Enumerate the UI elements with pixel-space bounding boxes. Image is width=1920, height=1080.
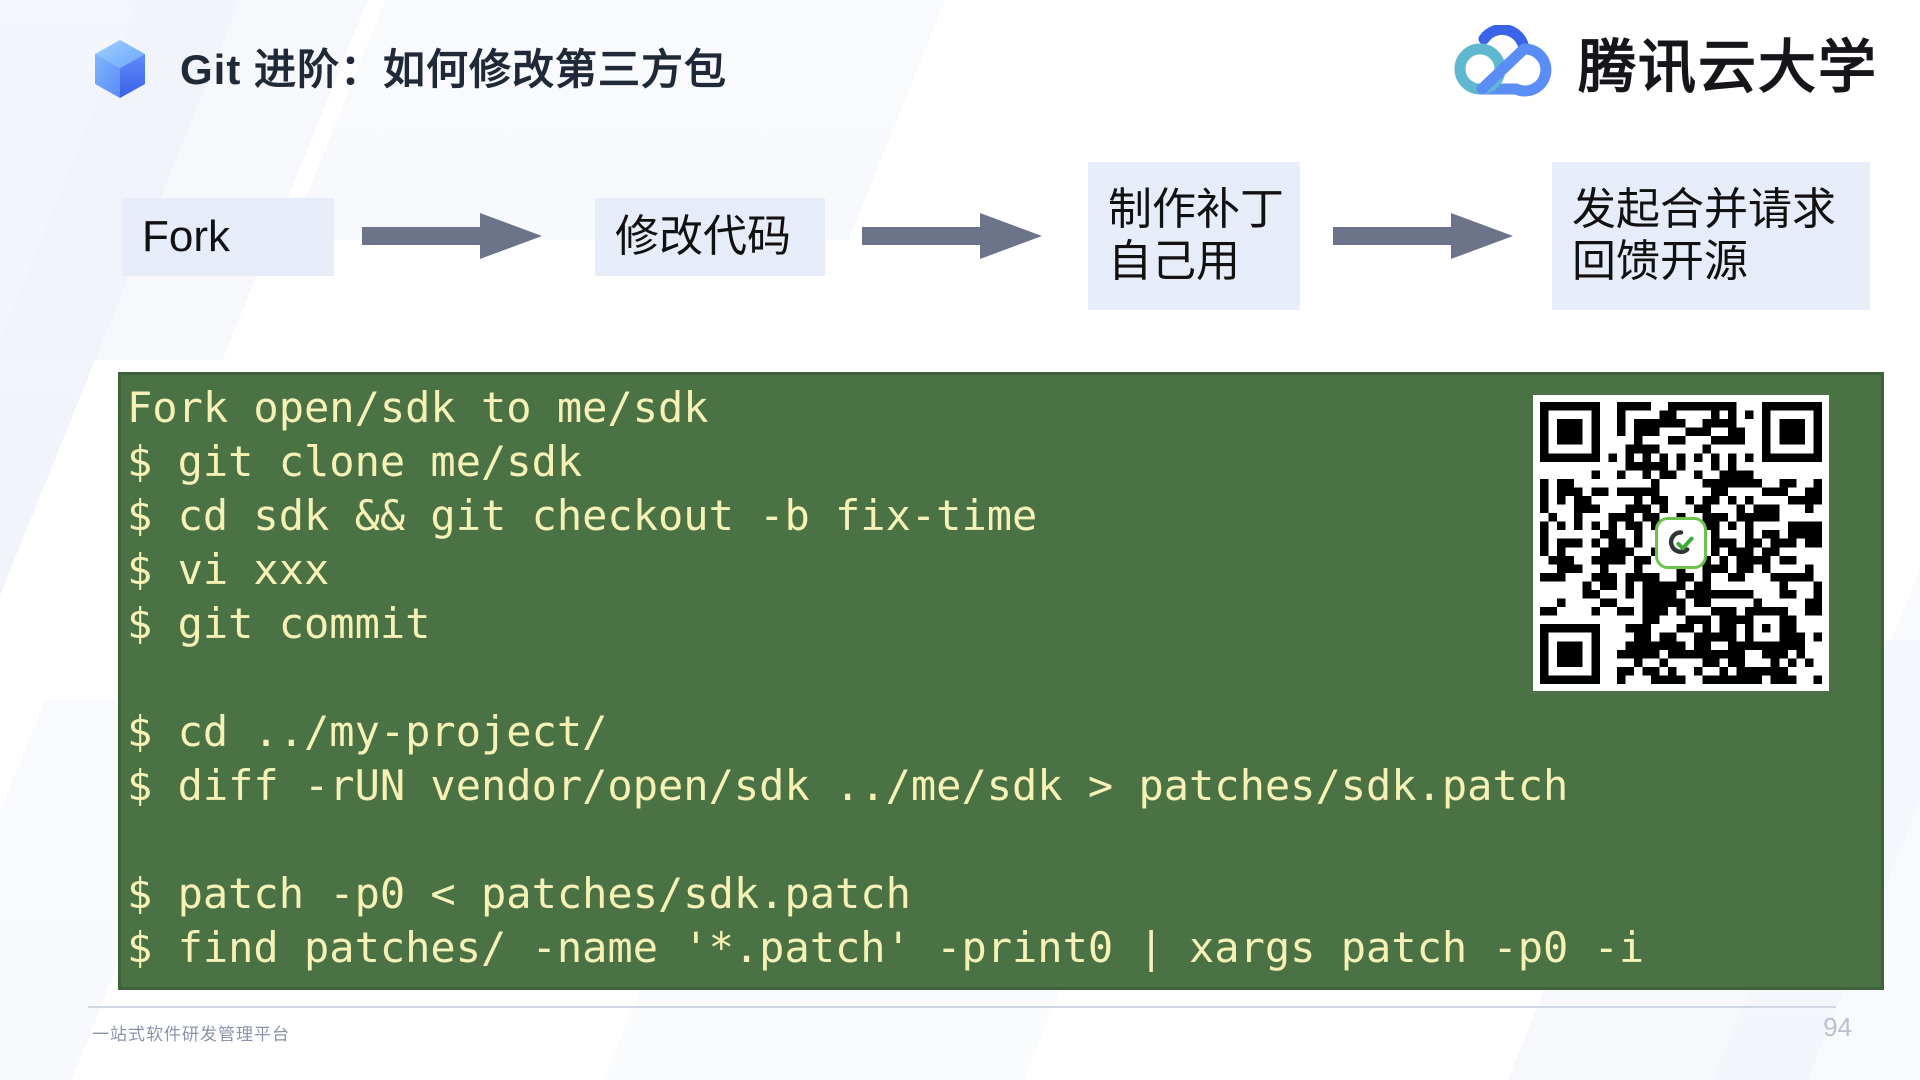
brand-logo: 腾讯云大学 [1452,20,1878,104]
brand-name: 腾讯云大学 [1577,35,1878,100]
footer-text: 一站式软件研发管理平台 [92,1025,290,1044]
slide-header: Git 进阶：如何修改第三方包 腾讯云大学 [0,0,1920,122]
qr-matrix [1540,402,1822,684]
tencent-cloud-icon [1452,24,1562,99]
blue-cube-icon [92,38,148,100]
flow-step-3: 制作补丁 自己用 [1088,162,1300,310]
right-arrow-icon [362,213,542,259]
footer-divider [88,1006,1836,1008]
flow-step-4: 发起合并请求 回馈开源 [1552,162,1870,310]
code-text: Fork open/sdk to me/sdk $ git clone me/s… [127,383,1645,972]
code-block: Fork open/sdk to me/sdk $ git clone me/s… [118,372,1884,990]
flow-step-1-line-1: Fork [142,212,230,262]
qr-code-icon[interactable] [1533,395,1829,691]
page-title: Git 进阶：如何修改第三方包 [180,46,727,93]
right-arrow-icon [862,213,1042,259]
github-check-icon [1655,517,1707,569]
flow-step-4-line-2: 回馈开源 [1572,237,1748,286]
flow-step-1: Fork [122,198,334,276]
page-number: 94 [1823,1012,1852,1042]
flow-step-2: 修改代码 [595,198,825,276]
right-arrow-icon [1333,213,1513,259]
flow-step-3-line-1: 制作补丁 [1108,185,1284,235]
flow-step-4-line-1: 发起合并请求 [1572,185,1836,235]
flow-diagram: Fork 修改代码 制作补丁 自己用 发起合并请求 回馈开源 [0,160,1920,320]
flow-step-2-line-1: 修改代码 [615,212,791,262]
flow-step-3-line-2: 自己用 [1108,237,1240,286]
